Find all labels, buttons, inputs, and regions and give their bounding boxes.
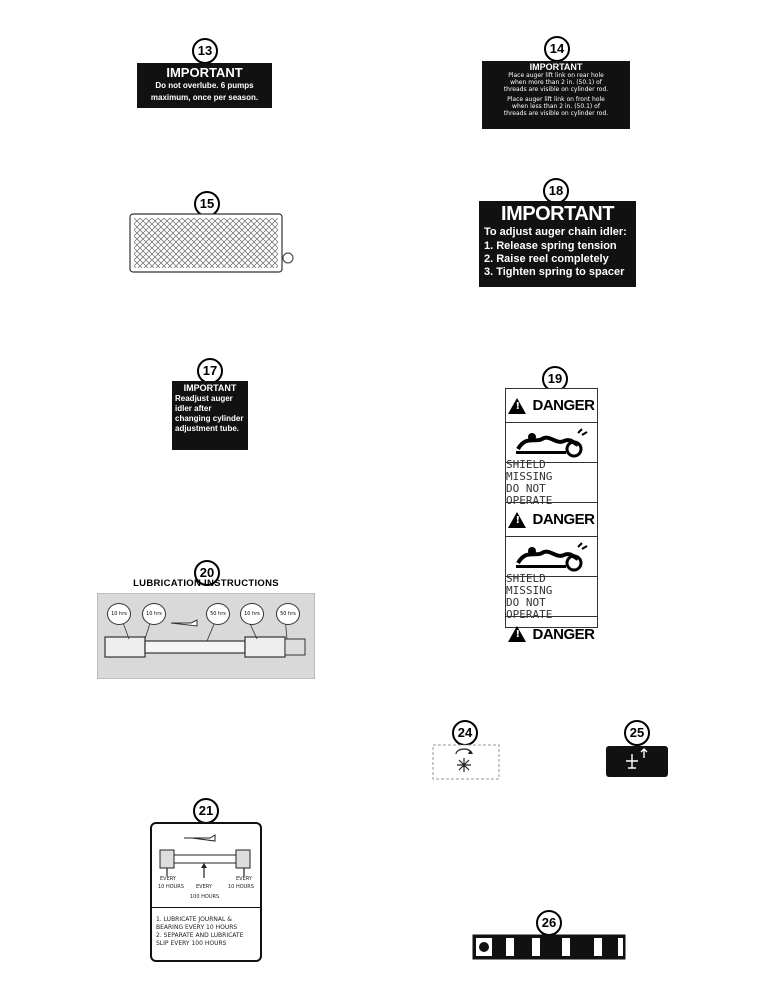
d21-every-left: EVERY [160, 876, 176, 882]
decal-14-title: IMPORTANT [529, 62, 583, 72]
decal-14: IMPORTANT Place auger lift link on rear … [482, 61, 630, 129]
danger-label-1: DANGER [532, 397, 595, 414]
decal-15-plate [129, 213, 294, 273]
d21-every-mid: EVERY [196, 884, 212, 890]
entanglement-hazard-icon [515, 541, 588, 571]
decal-24 [432, 744, 500, 780]
decal-17-l4: adjustment tube. [175, 424, 240, 433]
do-not-operate-2: DO NOT OPERATE [506, 595, 553, 621]
decal-13-line2: maximum, once per season. [150, 93, 259, 102]
d21-instructions: 1. LUBRICATE JOURNAL & BEARING EVERY 10 … [152, 907, 260, 960]
warning-triangle-icon [508, 511, 527, 528]
danger-row-1: DANGER [506, 389, 597, 423]
decal-17-l2: idler after [175, 404, 212, 413]
callout-26: 26 [536, 910, 562, 936]
callout-25: 25 [624, 720, 650, 746]
d21-hours-right: 10 HOURS [228, 884, 254, 890]
warning-triangle-icon [508, 397, 527, 414]
callout-21: 21 [193, 798, 219, 824]
decal-18-intro: To adjust auger chain idler: [484, 226, 627, 238]
decal-17-title: IMPORTANT [183, 383, 237, 393]
decal-13-title: IMPORTANT [166, 65, 243, 80]
shield-missing-1: SHIELD MISSING [506, 457, 553, 483]
entanglement-pictogram-2 [506, 537, 597, 577]
decal-18-step1: 1. Release spring tension [484, 240, 617, 252]
danger-label-3: DANGER [532, 625, 595, 643]
decal-18-step2: 2. Raise reel completely [484, 253, 609, 265]
decal-14-p1-l1: Place auger lift link on rear hole [508, 72, 604, 79]
d21-every-right: EVERY [236, 876, 252, 882]
decal-14-p1-l2: when more than 2 in. (50.1) of [510, 79, 602, 86]
interval-bubble-3: 50 hrs [206, 603, 230, 625]
callout-24: 24 [452, 720, 478, 746]
danger-row-3: DANGER [506, 617, 597, 651]
decal-13-line1: Do not overlube. 6 pumps [155, 81, 254, 90]
decal-26-strip [472, 934, 626, 960]
shield-text-2: SHIELD MISSING DO NOT OPERATE [506, 572, 597, 620]
decal-21: EVERY 10 HOURS EVERY EVERY 10 HOURS 100 … [150, 822, 262, 962]
driveline-diagram [104, 616, 306, 658]
callout-13: 13 [192, 38, 218, 64]
decal-14-p2-l2: when less than 2 in. (50.1) of [512, 103, 600, 110]
d21-instr-4: SLIP EVERY 100 HOURS [156, 940, 227, 947]
decal-25 [606, 746, 668, 777]
d21-instr-1: 1. LUBRICATE JOURNAL & [156, 916, 232, 923]
entanglement-hazard-icon [515, 427, 588, 457]
decal-17: IMPORTANT Readjust auger idler after cha… [172, 381, 248, 450]
decal-14-p2-l1: Place auger lift link on front hole [507, 96, 605, 103]
driveline-lube-diagram [159, 834, 251, 878]
do-not-operate-1: DO NOT OPERATE [506, 481, 553, 507]
callout-20: 20 [194, 560, 220, 586]
d21-instr-3: 2. SEPARATE AND LUBRICATE [156, 932, 244, 939]
danger-row-2: DANGER [506, 503, 597, 537]
callout-14: 14 [544, 36, 570, 62]
decal-18-title: IMPORTANT [501, 203, 614, 225]
decal-17-l1: Readjust auger [175, 394, 233, 403]
d21-hours-mid: 100 HOURS [190, 894, 220, 900]
warning-triangle-icon [508, 626, 527, 642]
danger-label-2: DANGER [532, 511, 595, 528]
callout-15: 15 [194, 191, 220, 217]
callout-17: 17 [197, 358, 223, 384]
interval-bubble-4: 10 hrs [240, 603, 264, 625]
d21-hours-left: 10 HOURS [158, 884, 184, 890]
decal-19: DANGER SHIELD MISSING DO NOT OPERATE DAN… [505, 388, 598, 643]
decal-17-l3: changing cylinder [175, 414, 244, 423]
lift-lever-icon [626, 748, 648, 769]
decal-18-step3: 3. Tighten spring to spacer [484, 266, 625, 278]
dot-icon [479, 942, 489, 952]
decal-20-title: LUBRICATION INSTRUCTIONS [133, 578, 279, 589]
d21-instr-2: BEARING EVERY 10 HOURS [156, 924, 238, 931]
decal-14-p1-l3: threads are visible on cylinder rod. [503, 86, 609, 93]
entanglement-pictogram-1 [506, 423, 597, 463]
decal-18: IMPORTANT To adjust auger chain idler: 1… [479, 201, 636, 287]
decal-14-p2-l3: threads are visible on cylinder rod. [503, 110, 609, 117]
shield-missing-2: SHIELD MISSING [506, 571, 553, 597]
shield-text-1: SHIELD MISSING DO NOT OPERATE [506, 458, 597, 506]
decal-13: IMPORTANT Do not overlube. 6 pumps maxim… [137, 63, 272, 108]
interval-bubble-1: 10 hrs [107, 603, 131, 625]
interval-bubble-5: 50 hrs [276, 603, 300, 625]
interval-bubble-2: 10 hrs [142, 603, 166, 625]
